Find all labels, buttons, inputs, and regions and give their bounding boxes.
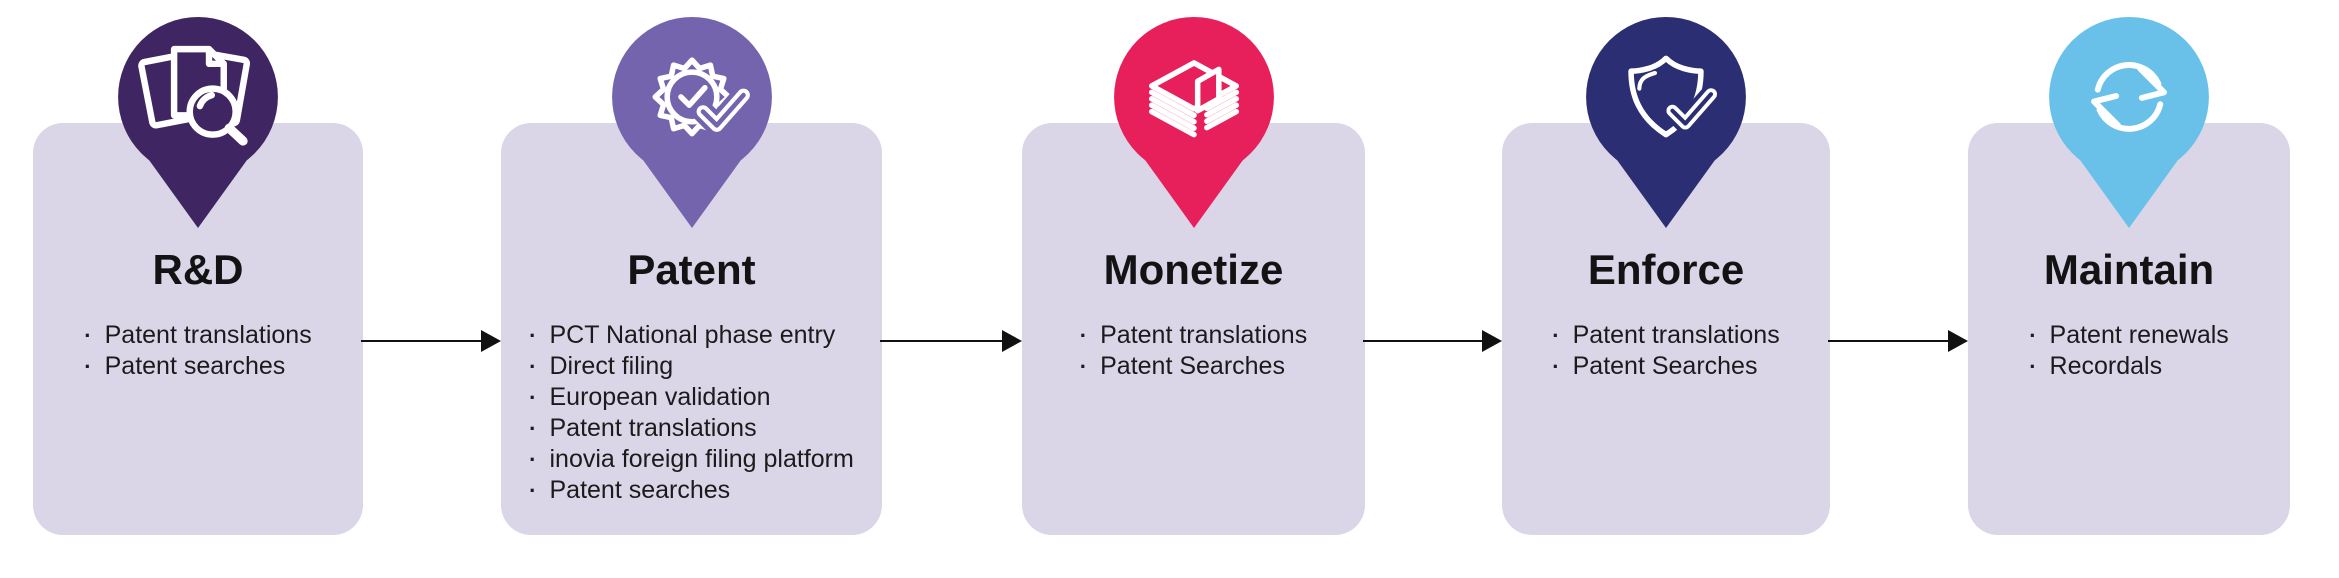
bullet-text: Patent Searches bbox=[1572, 352, 1758, 380]
bullet-dot-icon: · bbox=[2029, 323, 2037, 348]
certified-badge-icon bbox=[611, 17, 772, 228]
sync-arrows-icon bbox=[2049, 17, 2209, 228]
bullet-text: Patent translations bbox=[1100, 321, 1308, 349]
stage-title: R&D bbox=[152, 246, 244, 293]
stage-bullet-list: · Patent translations · Patent Searches bbox=[1080, 320, 1307, 382]
list-item: · Patent translations bbox=[1552, 320, 1779, 351]
bullet-dot-icon: · bbox=[2029, 354, 2037, 379]
stage-bullet-list: · Patent translations · Patent Searches bbox=[1552, 320, 1779, 382]
flow-arrow bbox=[880, 330, 1022, 352]
documents-search-icon bbox=[118, 17, 278, 228]
flow-arrow bbox=[361, 330, 501, 352]
stage-bullet-list: ·PCT National phase entry·Direct filing·… bbox=[529, 320, 854, 506]
list-item: · Patent translations bbox=[529, 413, 854, 444]
stage-bullets-wrap: · Patent translations · Patent searches bbox=[33, 320, 363, 382]
stage-bullet-list: · Patent renewals · Recordals bbox=[2029, 320, 2229, 382]
bullet-dot-icon: · bbox=[529, 447, 537, 472]
bullet-dot-icon: · bbox=[1079, 354, 1088, 379]
bullet-dot-icon: · bbox=[529, 478, 537, 503]
list-item: · PCT National phase entry bbox=[529, 320, 854, 351]
bullet-dot-icon: · bbox=[529, 354, 537, 379]
bullet-text: European validation bbox=[549, 383, 771, 411]
flow-arrow bbox=[1363, 330, 1502, 352]
bullet-text: PCT National phase entry bbox=[549, 321, 836, 349]
list-item: · Patent renewals bbox=[2029, 320, 2229, 351]
stage-title: Monetize bbox=[1103, 246, 1284, 293]
bullet-text: Patent translations bbox=[1572, 321, 1780, 349]
shield-check-icon bbox=[1586, 17, 1746, 228]
stage-title: Patent bbox=[627, 246, 756, 293]
bullet-dot-icon: · bbox=[1552, 354, 1560, 379]
stage-bullet-list: · Patent translations · Patent searches bbox=[84, 320, 311, 382]
list-item: · Direct filing bbox=[529, 351, 854, 382]
bullet-dot-icon: · bbox=[84, 323, 92, 348]
flow-arrow bbox=[1828, 330, 1968, 352]
list-item: · European validation bbox=[529, 382, 854, 413]
stage-bullets-wrap: · Patent translations · Patent Searches bbox=[1502, 320, 1830, 382]
bullet-dot-icon: · bbox=[1079, 323, 1088, 348]
list-item: · Patent Searches bbox=[1552, 351, 1779, 382]
bullet-dot-icon: · bbox=[84, 354, 92, 379]
list-item: · Patent translations bbox=[84, 320, 311, 351]
bullet-text: Patent searches bbox=[104, 352, 286, 380]
bullet-text: Patent Searches bbox=[1100, 352, 1285, 380]
list-item: · Patent searches bbox=[529, 475, 854, 506]
money-stack-icon bbox=[1113, 17, 1274, 228]
bullet-dot-icon: · bbox=[529, 416, 537, 441]
bullet-text: Patent translations bbox=[104, 321, 312, 349]
stage-bullets-wrap: · Patent renewals · Recordals bbox=[1968, 320, 2290, 382]
stage-bullets-wrap: · Patent translations · Patent Searches bbox=[1022, 320, 1365, 382]
bullet-dot-icon: · bbox=[529, 323, 537, 348]
list-item: · inovia foreign filing platform bbox=[529, 444, 854, 475]
bullet-text: Patent searches bbox=[549, 476, 731, 504]
stage-title: Enforce bbox=[1587, 246, 1745, 293]
list-item: · Patent translations bbox=[1080, 320, 1307, 351]
bullet-text: inovia foreign filing platform bbox=[549, 445, 854, 473]
bullet-dot-icon: · bbox=[1552, 323, 1560, 348]
bullet-text: Patent translations bbox=[549, 414, 757, 442]
list-item: · Patent searches bbox=[84, 351, 311, 382]
list-item: · Patent Searches bbox=[1080, 351, 1307, 382]
bullet-dot-icon: · bbox=[529, 385, 537, 410]
bullet-text: Recordals bbox=[2049, 352, 2163, 380]
bullet-text: Direct filing bbox=[549, 352, 674, 380]
list-item: · Recordals bbox=[2029, 351, 2229, 382]
stage-title: Maintain bbox=[2043, 246, 2215, 293]
stage-bullets-wrap: ·PCT National phase entry·Direct filing·… bbox=[501, 320, 882, 506]
bullet-text: Patent renewals bbox=[2049, 321, 2229, 349]
